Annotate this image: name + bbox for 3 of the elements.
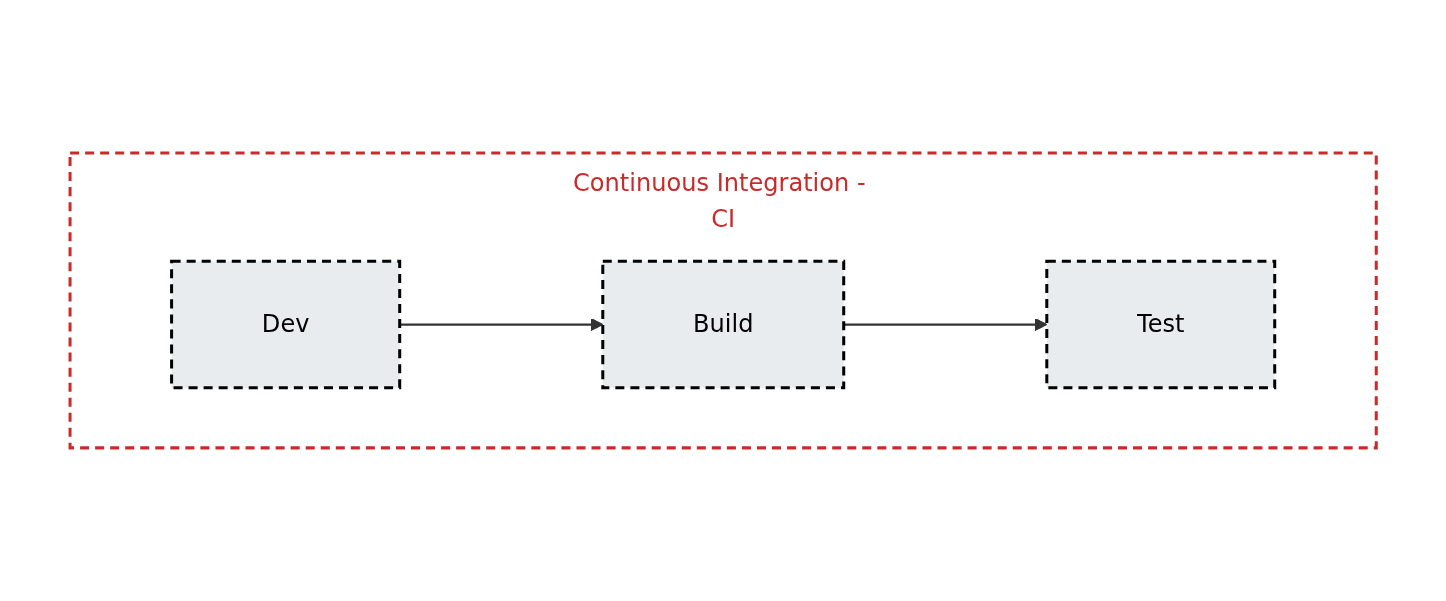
node-box: Build	[601, 259, 846, 390]
node-box: Dev	[169, 259, 402, 390]
node-box: Test	[1045, 259, 1277, 390]
